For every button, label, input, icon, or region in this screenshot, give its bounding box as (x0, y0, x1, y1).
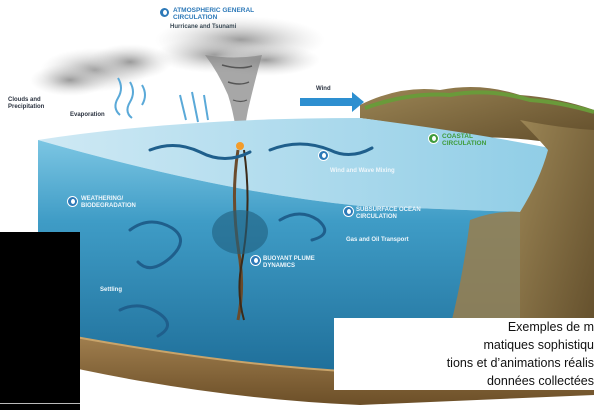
mixing-icon (318, 150, 329, 161)
caption-line-1: Exemples de m (507, 320, 594, 334)
label-subsurface-2: CIRCULATION (356, 214, 397, 220)
label-gas-oil: Gas and Oil Transport (346, 237, 409, 243)
label-evaporation: Evaporation (70, 112, 105, 118)
coastal-vegetation (364, 90, 594, 114)
label-clouds-1: Clouds and (8, 97, 41, 103)
label-atmospheric-1: ATMOSPHERIC GENERAL (173, 7, 255, 14)
wind-arrow (300, 92, 364, 112)
label-subsurface-1: SUBSURFACE OCEAN (356, 207, 421, 213)
label-weathering-1: WEATHERING/ (81, 196, 124, 202)
label-coastal-2: CIRCULATION (442, 140, 487, 147)
caption-line-4: données collectées (486, 374, 594, 388)
atmospheric-circulation-icon (159, 7, 170, 18)
coastal-circulation-icon (428, 133, 439, 144)
coastal-cliff (520, 120, 594, 380)
black-panel (0, 232, 80, 410)
label-wind-wave: Wind and Wave Mixing (330, 168, 395, 174)
label-coastal-1: COASTAL (442, 133, 473, 140)
label-wind: Wind (316, 86, 331, 92)
label-settling: Settling (100, 287, 122, 293)
label-atmospheric-2: CIRCULATION (173, 14, 218, 21)
figure-caption: Exemples de m matiques sophistiqu tions … (334, 318, 594, 390)
black-panel-underline (0, 403, 80, 404)
hurricane-funnel (205, 55, 262, 150)
buoyant-plume-icon (250, 255, 261, 266)
subsurface-circulation-icon (343, 206, 354, 217)
precipitation-lines (114, 77, 209, 123)
label-buoyant-1: BUOYANT PLUME (263, 256, 315, 262)
current-swirls (118, 142, 374, 338)
caption-line-2: matiques sophistiqu (483, 338, 594, 352)
label-buoyant-2: DYNAMICS (263, 263, 296, 269)
weathering-icon (67, 196, 78, 207)
label-weathering-2: BIODEGRADATION (81, 203, 136, 209)
label-clouds-2: Precipitation (8, 104, 45, 110)
caption-line-3: tions et d’animations réalis (446, 356, 594, 370)
oil-plume (212, 142, 268, 321)
label-hurricane: Hurricane and Tsunami (170, 24, 237, 30)
